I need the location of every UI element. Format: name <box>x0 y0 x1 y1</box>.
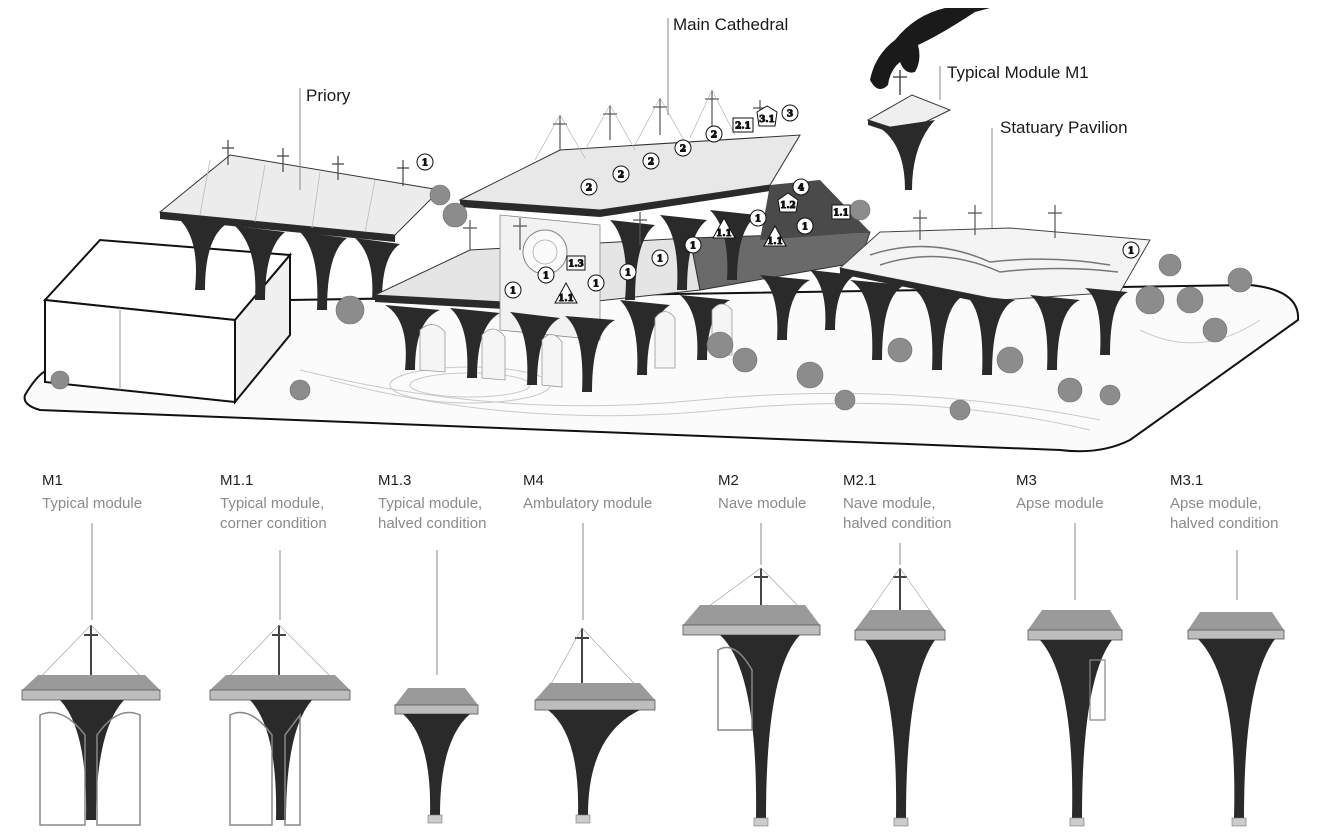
svg-text:1.1: 1.1 <box>767 237 783 247</box>
module-model-m1-1 <box>209 624 351 826</box>
svg-text:1: 1 <box>1128 247 1134 257</box>
marker-3: 3 <box>781 104 799 122</box>
svg-text:1: 1 <box>657 255 663 265</box>
priory-building <box>158 140 442 310</box>
marker-1: 1 <box>537 266 555 284</box>
svg-text:1: 1 <box>510 287 516 297</box>
module-description: Typical module <box>42 495 143 512</box>
svg-text:2: 2 <box>680 145 686 155</box>
marker-1: 1 <box>619 263 637 281</box>
module-code: M2.1 <box>843 472 877 489</box>
callout-statuary-pavilion: Statuary Pavilion <box>1000 118 1128 137</box>
marker-1-2: 1.2 <box>777 192 799 213</box>
module-code: M3 <box>1016 472 1037 489</box>
marker-1: 1 <box>504 281 522 299</box>
marker-1-pavilion: 1 <box>1122 241 1140 259</box>
marker-1: 1 <box>796 217 814 235</box>
module-model-m1-3 <box>394 688 479 824</box>
module-code: M4 <box>523 472 544 489</box>
marker-1: 1 <box>651 249 669 267</box>
marker-2: 2 <box>580 178 598 196</box>
module-markers: 1 1 1 1 1 1 1 1 1 1 2 2 2 2 2 3 4 2.1 3.… <box>416 104 1140 305</box>
svg-text:1.1: 1.1 <box>833 209 849 219</box>
module-model-m3-1 <box>1187 612 1285 827</box>
svg-text:1: 1 <box>625 269 631 279</box>
module-code: M1.3 <box>378 472 412 489</box>
svg-text:1: 1 <box>802 223 808 233</box>
svg-text:1.3: 1.3 <box>568 260 584 270</box>
marker-1-1: 1.1 <box>831 204 851 220</box>
svg-text:3: 3 <box>787 110 793 120</box>
svg-text:1.1: 1.1 <box>558 294 574 304</box>
callout-leaders <box>299 18 993 228</box>
module-code: M3.1 <box>1170 472 1204 489</box>
svg-text:3.1: 3.1 <box>759 115 775 125</box>
module-model-m3 <box>1027 610 1123 827</box>
callout-main-cathedral: Main Cathedral <box>673 15 789 34</box>
marker-2-1: 2.1 <box>732 117 754 133</box>
callout-priory: Priory <box>306 86 351 105</box>
module-code: M2 <box>718 472 739 489</box>
hand-icon <box>870 8 990 89</box>
marker-2: 2 <box>674 139 692 157</box>
svg-text:2: 2 <box>586 184 592 194</box>
svg-text:1.1: 1.1 <box>716 229 732 239</box>
module-code: M1.1 <box>220 472 254 489</box>
svg-text:2: 2 <box>648 158 654 168</box>
module-description: Nave module, halved condition <box>843 495 952 532</box>
module-description: Apse module <box>1016 495 1104 512</box>
module-model-m1 <box>21 624 161 826</box>
statuary-pavilion-building <box>838 205 1151 375</box>
marker-2: 2 <box>642 152 660 170</box>
svg-text:1: 1 <box>755 215 761 225</box>
svg-text:1: 1 <box>593 280 599 290</box>
site-trees <box>50 184 1253 421</box>
marker-1: 1 <box>684 236 702 254</box>
svg-text:1: 1 <box>543 272 549 282</box>
module-description: Typical module, corner condition <box>220 495 327 532</box>
module-model-m2 <box>682 567 821 827</box>
svg-text:2.1: 2.1 <box>735 122 751 132</box>
svg-text:4: 4 <box>798 184 804 194</box>
marker-3-1: 3.1 <box>756 105 778 127</box>
marker-1-priory: 1 <box>416 153 434 171</box>
module-code: M1 <box>42 472 63 489</box>
marker-1-1: 1.1 <box>763 224 787 248</box>
svg-text:1: 1 <box>690 242 696 252</box>
typical-module-m1-model <box>866 8 990 190</box>
module-description: Typical module, halved condition <box>378 495 487 532</box>
module-description: Apse module, halved condition <box>1170 495 1279 532</box>
marker-1-1: 1.1 <box>712 216 736 240</box>
main-cathedral-building <box>374 89 871 392</box>
neighbouring-building <box>42 238 293 405</box>
marker-1: 1 <box>749 209 767 227</box>
svg-text:2: 2 <box>711 131 717 141</box>
marker-2: 2 <box>612 165 630 183</box>
marker-1: 1 <box>587 274 605 292</box>
callout-typical-module: Typical Module M1 <box>947 63 1089 82</box>
module-description: Nave module <box>718 495 807 512</box>
module-model-m2-1 <box>854 567 946 827</box>
marker-2: 2 <box>705 125 723 143</box>
marker-4: 4 <box>792 178 810 196</box>
marker-label: 1 <box>422 159 428 169</box>
svg-text:1.2: 1.2 <box>780 201 796 211</box>
svg-text:2: 2 <box>618 171 624 181</box>
module-model-m4 <box>534 627 656 824</box>
module-leaders <box>91 523 1238 675</box>
module-description: Ambulatory module <box>523 495 653 512</box>
marker-1-3: 1.3 <box>566 255 586 271</box>
marker-1-1: 1.1 <box>554 281 578 305</box>
